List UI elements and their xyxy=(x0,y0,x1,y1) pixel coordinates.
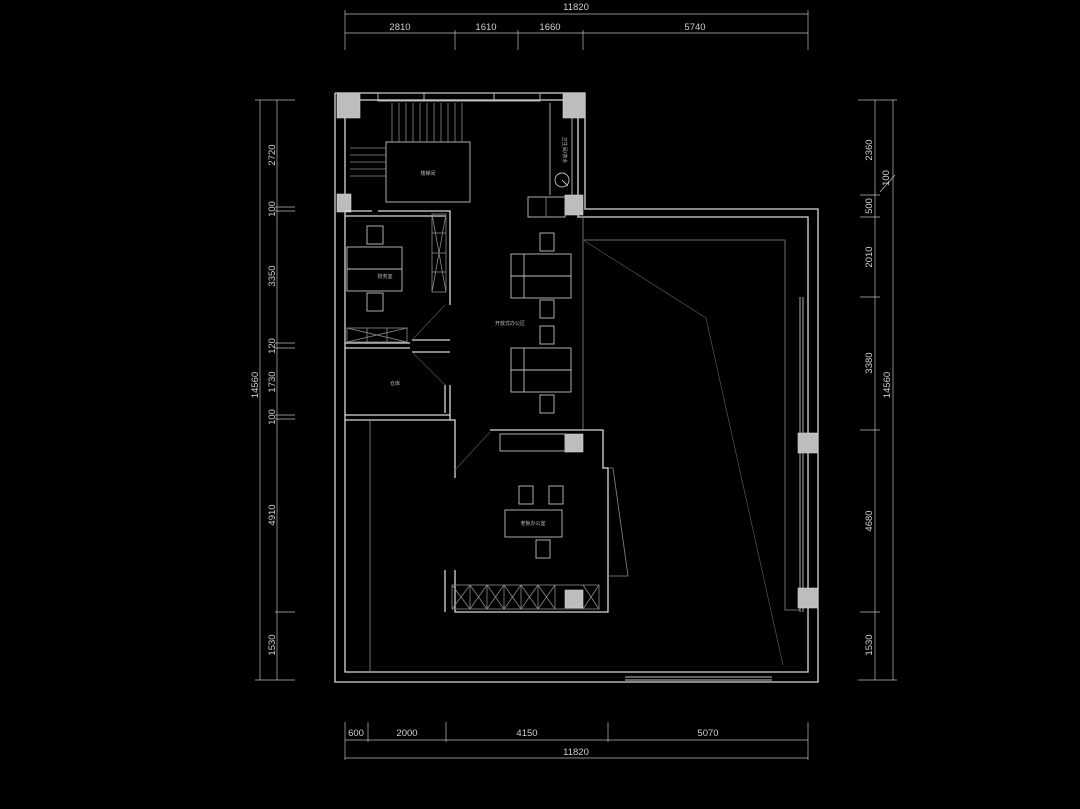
column xyxy=(562,92,586,119)
left-dimension-7: 4910 xyxy=(267,504,278,525)
column xyxy=(564,589,584,609)
terrace-edge-line xyxy=(582,239,784,666)
column xyxy=(564,194,584,216)
exterior-walls xyxy=(334,92,819,683)
right-dimension-3: 500 xyxy=(864,198,875,214)
chair xyxy=(539,232,555,252)
column xyxy=(797,587,819,609)
bottom-dimension-chain: 600 2000 4150 5070 11820 xyxy=(344,722,809,760)
right-dimension-2: 100 xyxy=(881,170,892,186)
room-label-boss-office: 老板办公室 xyxy=(520,520,545,527)
top-dimension-1: 2810 xyxy=(389,22,410,33)
right-total-dimension: 14560 xyxy=(882,372,893,398)
right-dimension-7: 1530 xyxy=(864,634,875,655)
room-label-finance: 财务室 xyxy=(377,273,392,280)
bottom-total-dimension: 11820 xyxy=(563,747,589,758)
right-dimension-chain: 2360 100 500 2010 3380 14560 4680 1530 xyxy=(858,99,897,681)
stairwell: 楼梯间 xyxy=(350,103,471,203)
left-dimension-1: 2720 xyxy=(267,144,278,165)
chair xyxy=(539,299,555,319)
chair xyxy=(518,485,534,505)
right-dimension-5: 3380 xyxy=(864,352,875,373)
right-dimension-1: 2360 xyxy=(864,139,875,160)
bottom-dimension-1: 600 xyxy=(348,728,364,739)
bottom-dimension-2: 2000 xyxy=(396,728,417,739)
chair xyxy=(535,539,551,559)
chair xyxy=(366,225,384,245)
room-label-stairwell: 楼梯间 xyxy=(420,170,435,177)
top-dimension-3: 1660 xyxy=(539,22,560,33)
column xyxy=(564,433,584,453)
top-dimension-4: 5740 xyxy=(684,22,705,33)
room-label-open-office: 开放式办公区 xyxy=(495,320,525,327)
left-dimension-4: 120 xyxy=(267,338,278,354)
open-office-area: 开放式办公区 xyxy=(495,232,572,414)
column xyxy=(336,92,361,119)
right-dimension-6: 4680 xyxy=(864,510,875,531)
structural-columns xyxy=(336,92,819,609)
left-dimension-3: 3350 xyxy=(267,265,278,286)
left-dimension-5: 1730 xyxy=(267,371,278,392)
left-dimension-chain: 14560 2720 100 3350 120 1730 100 4910 15… xyxy=(250,99,295,681)
column xyxy=(336,193,352,213)
chair xyxy=(366,292,384,312)
left-total-dimension: 14560 xyxy=(250,372,261,398)
room-label-restroom: 卫生间/茶水 xyxy=(561,137,568,164)
left-dimension-2: 100 xyxy=(267,201,278,217)
top-dimension-2: 1610 xyxy=(475,22,496,33)
chair xyxy=(539,325,555,345)
chair xyxy=(539,394,555,414)
left-dimension-6: 100 xyxy=(267,409,278,425)
right-dimension-4: 2010 xyxy=(864,246,875,267)
chair xyxy=(548,485,564,505)
column xyxy=(797,432,819,454)
floor-drain-icon xyxy=(554,172,570,188)
boss-desk xyxy=(504,509,563,538)
top-dimension-chain: 11820 2810 1610 1660 5740 xyxy=(344,2,809,50)
top-total-dimension: 11820 xyxy=(563,2,589,13)
interior-walls xyxy=(345,210,451,672)
cabinet xyxy=(499,433,566,452)
restroom-strip: 卫生间/茶水 xyxy=(527,103,573,218)
bottom-dimension-3: 4150 xyxy=(516,728,537,739)
room-label-storage: 仓库 xyxy=(390,380,400,387)
boss-office: 老板办公室 xyxy=(444,419,629,613)
bottom-dimension-4: 5070 xyxy=(697,728,718,739)
left-dimension-8: 1530 xyxy=(267,634,278,655)
finance-room: 财务室 xyxy=(346,213,447,343)
